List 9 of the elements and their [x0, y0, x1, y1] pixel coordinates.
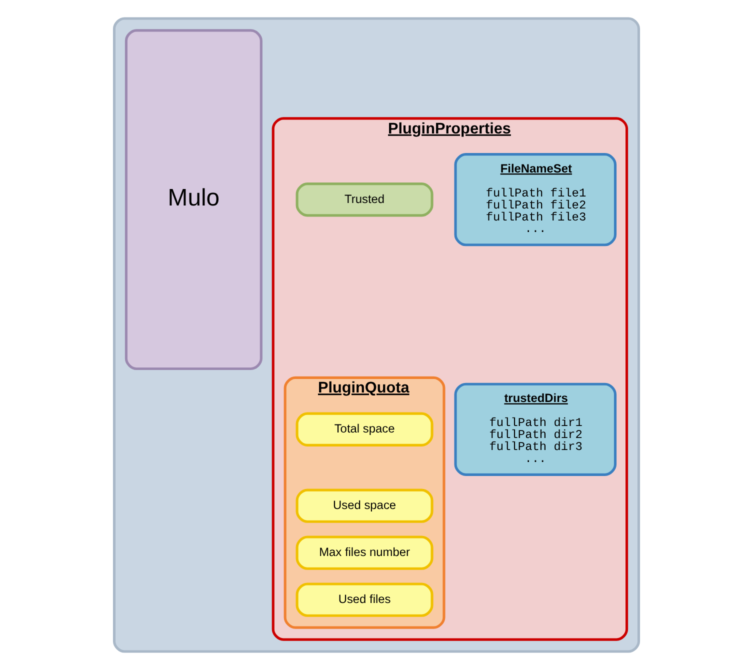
node-box: Used space	[296, 488, 434, 523]
node-box: Mulo	[124, 29, 262, 370]
node-box: Used files	[296, 582, 434, 617]
cluster	[112, 17, 640, 653]
node-box: trustedDirs fullPath dir1 fullPath dir2 fullPath dir3 ...	[454, 382, 617, 476]
node-box: Total space	[296, 412, 434, 446]
node-box: Max files number	[296, 536, 434, 570]
node-box: Trusted	[296, 182, 434, 217]
node-box: FileNameSet fullPath file1 fullPath file2 fullPath file3 ...	[454, 153, 617, 246]
